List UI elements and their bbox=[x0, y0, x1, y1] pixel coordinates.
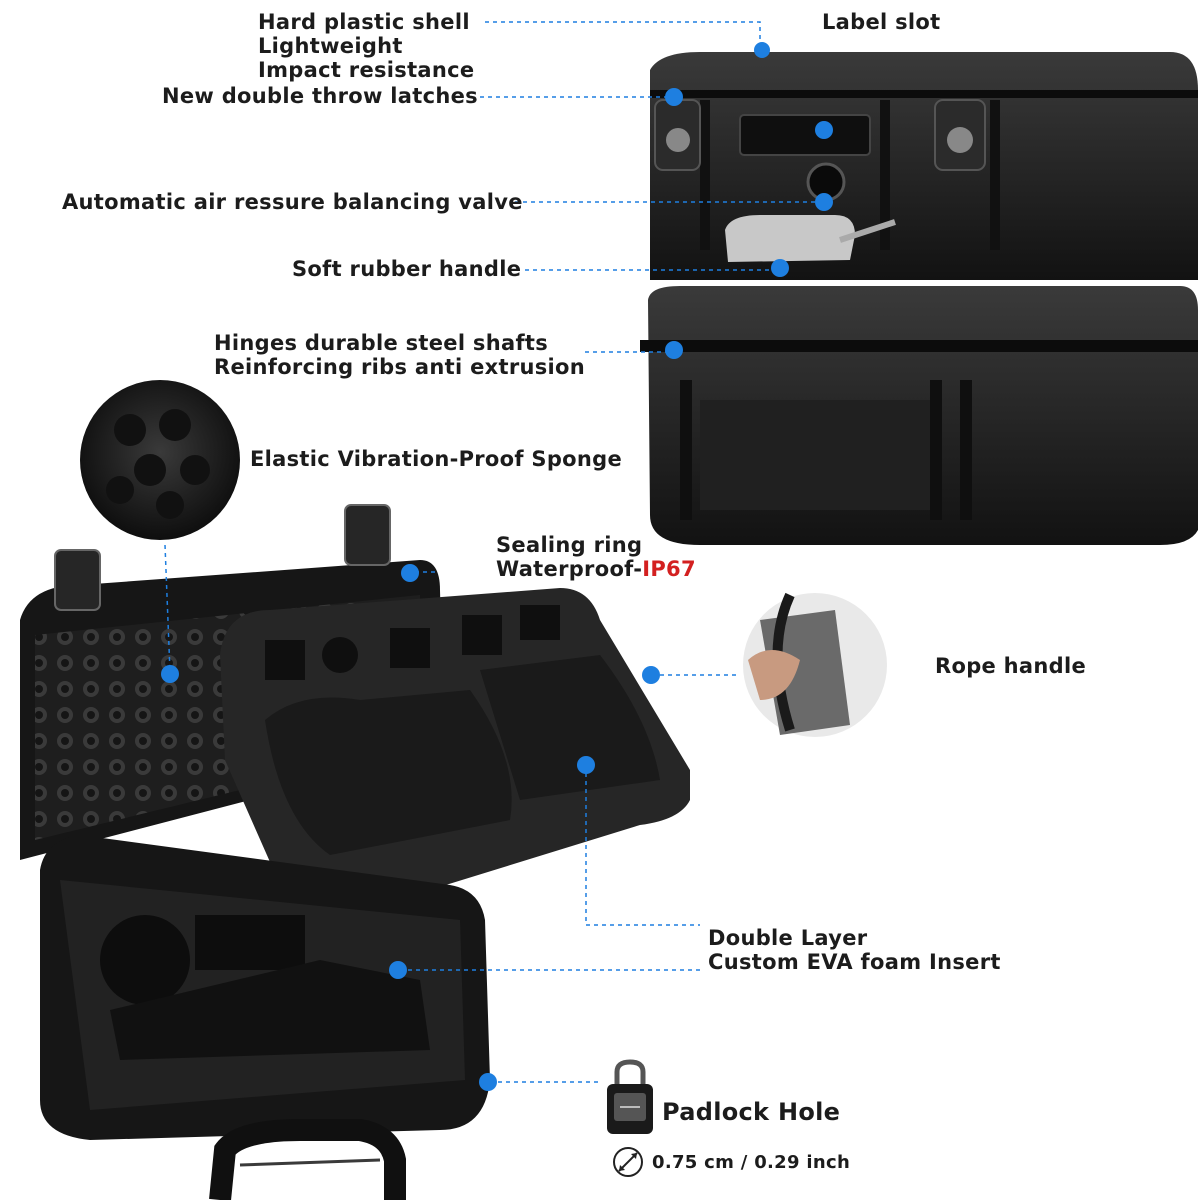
label-foam-line: Double Layer bbox=[708, 926, 868, 950]
diameter-icon bbox=[613, 1147, 643, 1177]
waterproof-prefix: Waterproof- bbox=[496, 557, 643, 581]
sponge-closeup bbox=[80, 380, 240, 540]
label-label-slot: Label slot bbox=[822, 10, 941, 34]
label-shell-line: Hard plastic shell bbox=[258, 10, 470, 34]
label-hinges-line: Reinforcing ribs anti extrusion bbox=[214, 355, 585, 379]
label-padlock: Padlock Hole bbox=[662, 1098, 841, 1126]
label-foam: Double Layer Custom EVA foam Insert bbox=[708, 926, 1001, 974]
callout-lines bbox=[164, 21, 822, 1083]
label-waterproof-line: Waterproof-IP67 bbox=[496, 557, 696, 581]
label-hinges: Hinges durable steel shafts Reinforcing … bbox=[214, 331, 585, 379]
waterproof-rating: IP67 bbox=[642, 557, 696, 581]
label-shell: Hard plastic shell Lightweight Impact re… bbox=[258, 10, 474, 82]
label-rope: Rope handle bbox=[935, 654, 1087, 678]
label-foam-line: Custom EVA foam Insert bbox=[708, 950, 1001, 974]
open-case bbox=[20, 504, 690, 1200]
label-handle: Soft rubber handle bbox=[292, 257, 522, 281]
label-shell-line: Lightweight bbox=[258, 34, 403, 58]
label-sealing: Sealing ring Waterproof-IP67 bbox=[496, 533, 696, 581]
label-sponge: Elastic Vibration-Proof Sponge bbox=[250, 447, 623, 471]
label-valve: Automatic air ressure balancing valve bbox=[62, 190, 523, 214]
label-padlock-size: 0.75 cm / 0.29 inch bbox=[652, 1152, 851, 1173]
label-shell-line: Impact resistance bbox=[258, 58, 475, 82]
label-latches: New double throw latches bbox=[162, 84, 478, 108]
label-sealing-line: Sealing ring bbox=[496, 533, 643, 557]
label-hinges-line: Hinges durable steel shafts bbox=[214, 331, 549, 355]
padlock-icon bbox=[607, 1059, 653, 1134]
callout-dots bbox=[161, 42, 833, 1091]
closed-case bbox=[640, 52, 1198, 545]
rope-handle-closeup bbox=[743, 592, 887, 737]
